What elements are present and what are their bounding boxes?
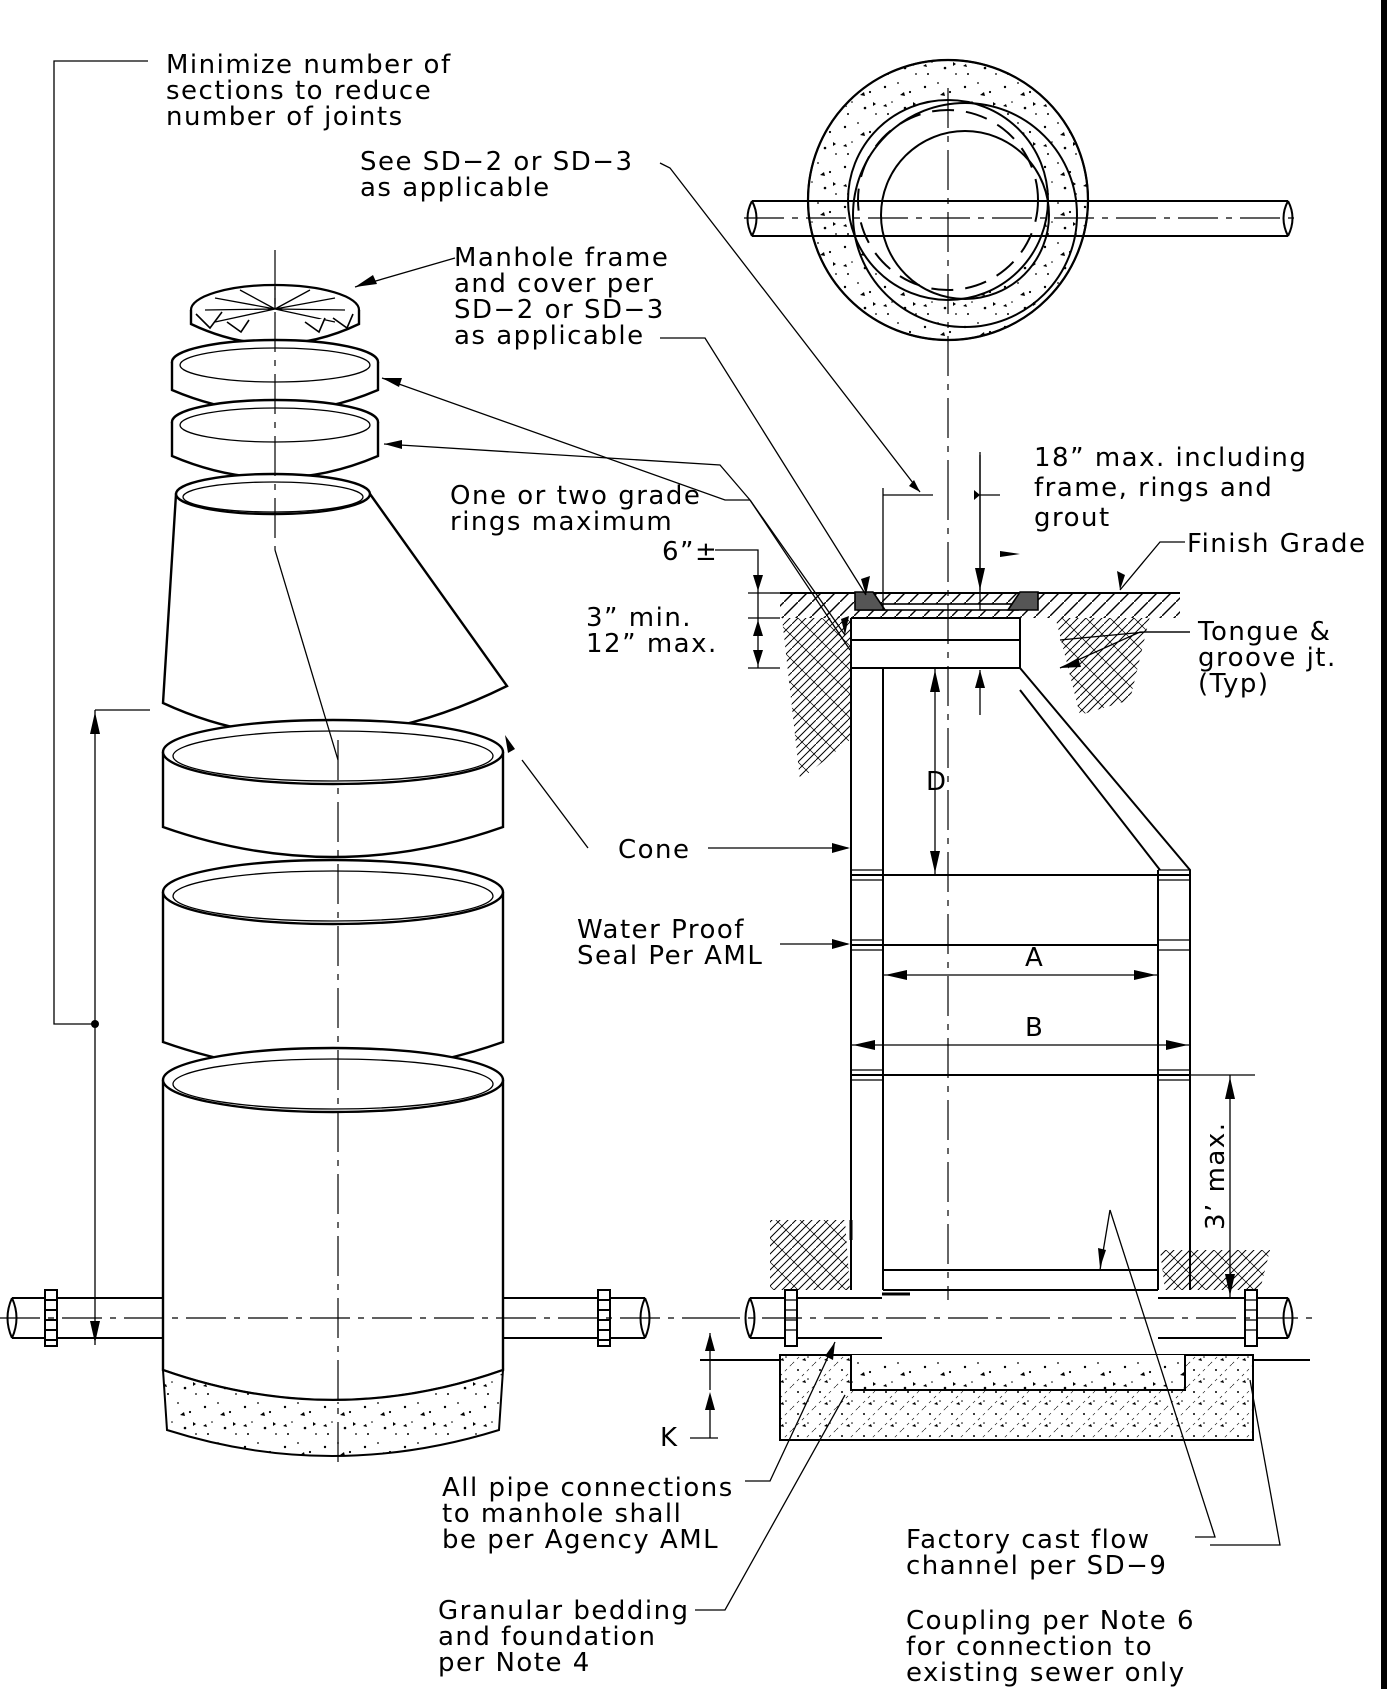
label-see-sd-1: See SD−2 or SD−3 (360, 147, 634, 177)
label-tongue-3: (Typ) (1198, 669, 1270, 699)
label-pipe-conn-3: be per Agency AML (442, 1525, 719, 1555)
label-min-rings: 3” min. (586, 603, 692, 633)
label-tongue-1: Tongue & (1197, 617, 1331, 647)
label-three-ft: 3’ max. (1201, 1122, 1231, 1230)
label-bedding-3: per Note 4 (438, 1648, 591, 1678)
isometric-view (0, 60, 700, 1470)
label-coupling-2: for connection to (906, 1632, 1153, 1662)
label-tongue-2: groove jt. (1198, 643, 1337, 673)
label-dim-a: A (1025, 943, 1044, 973)
label-frame-1: Manhole frame (454, 243, 669, 273)
annotation-labels: Minimize number of sections to reduce nu… (166, 50, 1367, 1688)
section-view (690, 452, 1320, 1441)
label-cone: Cone (618, 835, 691, 865)
plan-view (744, 58, 1300, 480)
label-bedding-1: Granular bedding (438, 1596, 690, 1626)
label-see-sd-2: as applicable (360, 173, 551, 203)
label-water-proof-1: Water Proof (577, 915, 745, 945)
label-18max-1: 18” max. including (1034, 443, 1307, 473)
label-water-proof-2: Seal Per AML (577, 941, 763, 971)
label-grade-rings-1: One or two grade (450, 481, 701, 511)
label-finish-grade: Finish Grade (1187, 529, 1367, 559)
label-frame-2: and cover per (454, 269, 654, 299)
label-dim-b: B (1025, 1013, 1044, 1043)
label-grade-rings-2: rings maximum (450, 507, 673, 537)
label-minimize-2: sections to reduce (166, 76, 432, 106)
label-pipe-conn-2: to manhole shall (442, 1499, 682, 1529)
label-dim-d: D (926, 767, 948, 797)
label-18max-3: grout (1034, 503, 1111, 533)
label-pipe-conn-1: All pipe connections (442, 1473, 734, 1503)
label-max-rings: 12” max. (586, 629, 718, 659)
leader-lines (354, 162, 1281, 1611)
label-frame-3: SD−2 or SD−3 (454, 295, 665, 325)
label-coupling-3: existing sewer only (906, 1658, 1186, 1688)
label-18max-2: frame, rings and (1034, 473, 1273, 503)
label-coupling-1: Coupling per Note 6 (906, 1606, 1195, 1636)
label-six-inch: 6”± (662, 537, 718, 567)
label-frame-4: as applicable (454, 321, 645, 351)
label-dim-k: K (660, 1423, 679, 1453)
label-minimize-3: number of joints (166, 102, 404, 132)
label-bedding-2: and foundation (438, 1622, 656, 1652)
label-flow-channel-2: channel per SD−9 (906, 1551, 1167, 1581)
label-flow-channel-1: Factory cast flow (906, 1525, 1151, 1555)
label-minimize-1: Minimize number of (166, 50, 452, 80)
